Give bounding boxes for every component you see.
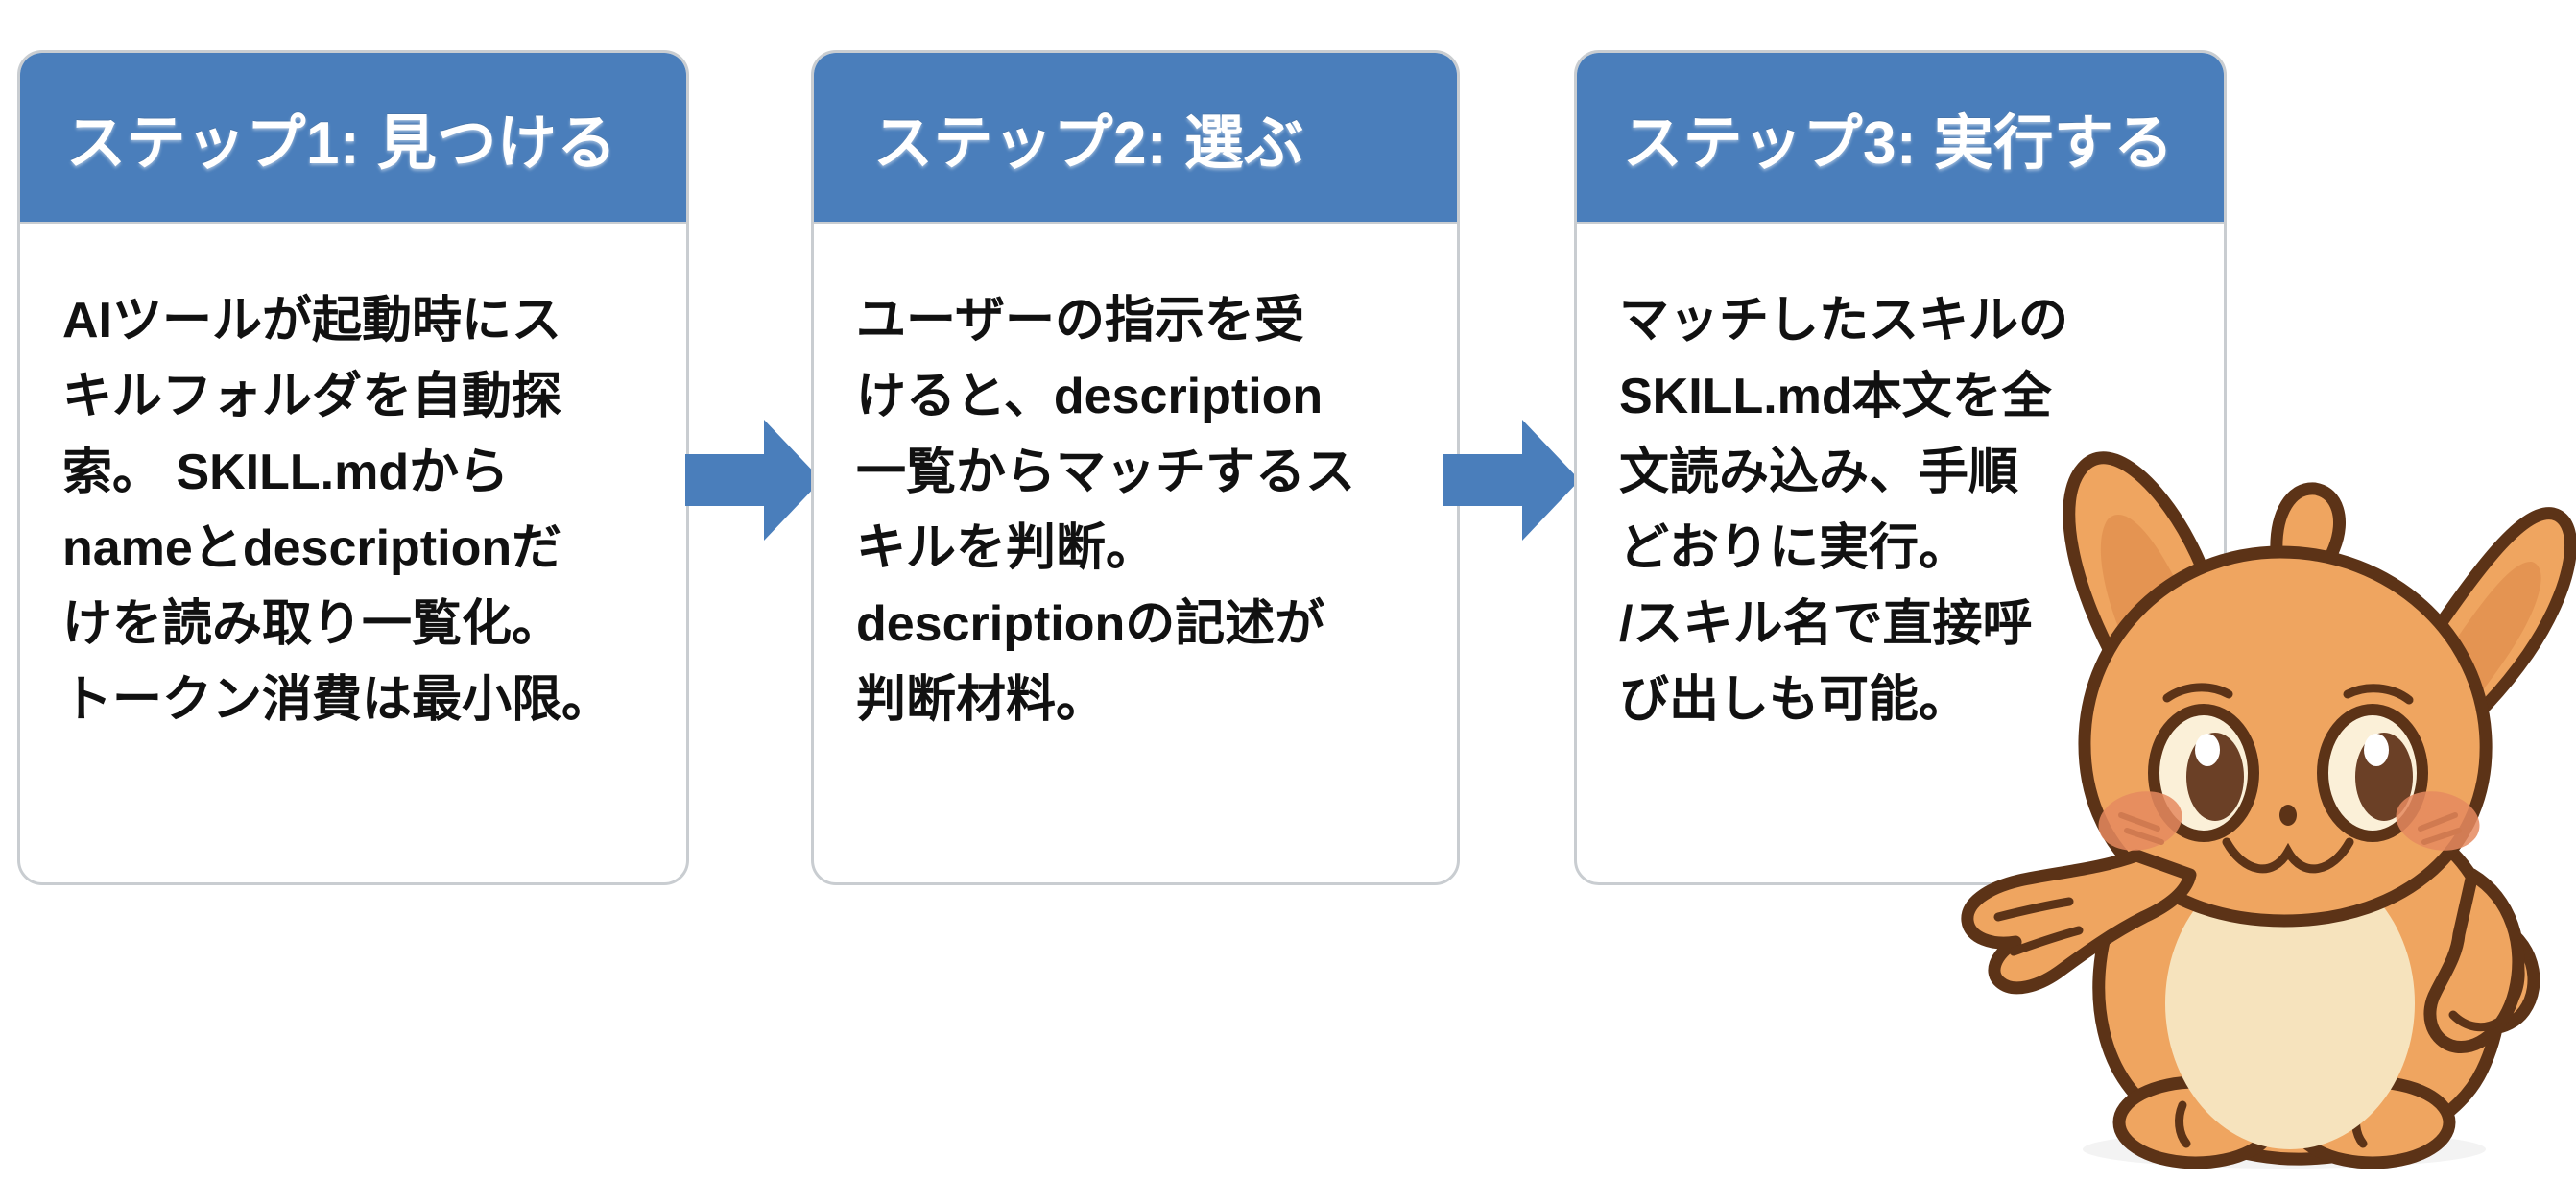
- step-card-2: ステップ2: 選ぶ ユーザーの指示を受 けると、description 一覧から…: [811, 50, 1460, 885]
- step-card-2-line-4: キルを判断。: [856, 520, 1157, 576]
- step-card-3-line-6: び出しも可能。: [1619, 672, 1969, 728]
- right-arrow-icon: [681, 408, 825, 552]
- step-card-3-line-1: マッチしたスキルの: [1619, 293, 2069, 349]
- step-card-3-body: マッチしたスキルの SKILL.md本文を全 文読み込み、手順 どおりに実行。 …: [1577, 224, 2224, 738]
- step-card-2-title: ステップ2: 選ぶ: [873, 110, 1304, 177]
- step-card-2-line-2: けると、description: [856, 369, 1324, 424]
- mascot-character-icon: .ol{stroke:#5c3317;stroke-width:13;strok…: [1939, 408, 2576, 1176]
- step-card-1-header: ステップ1: 見つける: [20, 53, 686, 224]
- step-card-1-line-3: 索。 SKILL.mdから: [62, 445, 510, 500]
- step-card-3-line-5: /スキル名で直接呼: [1619, 596, 2033, 652]
- step-card-2-line-6: 判断材料。: [856, 672, 1107, 728]
- step-card-3-title: ステップ3: 実行する: [1623, 110, 2174, 177]
- step-card-3-line-2: SKILL.md本文を全: [1619, 369, 2052, 424]
- step-card-3-header: ステップ3: 実行する: [1577, 53, 2224, 224]
- step-card-1-line-6: トークン消費は最小限。: [62, 672, 612, 728]
- step-card-1-line-1: AIツールが起動時にス: [62, 293, 562, 349]
- step-card-1-title: ステップ1: 見つける: [66, 110, 617, 177]
- step-card-2-line-1: ユーザーの指示を受: [856, 293, 1304, 349]
- right-arrow-icon: [1440, 408, 1584, 552]
- step-card-1-line-4: nameとdescriptionだ: [62, 520, 562, 576]
- step-card-2-header: ステップ2: 選ぶ: [814, 53, 1457, 224]
- step-card-1-line-5: けを読み取り一覧化。: [62, 596, 562, 652]
- step-card-1-line-2: キルフォルダを自動探: [62, 369, 562, 424]
- step-card-3-line-4: どおりに実行。: [1619, 520, 1969, 576]
- mascot-caption: オレンジ色のキャラクターが手を振っている: [0, 0, 1, 1]
- step-card-2-line-3: 一覧からマッチするス: [856, 445, 1356, 500]
- step-card-1: ステップ1: 見つける AIツールが起動時にス キルフォルダを自動探 索。 SK…: [17, 50, 689, 885]
- step-card-2-body: ユーザーの指示を受 けると、description 一覧からマッチするス キルを…: [814, 224, 1457, 738]
- step-card-1-body: AIツールが起動時にス キルフォルダを自動探 索。 SKILL.mdから nam…: [20, 224, 686, 738]
- step-card-3-line-3: 文読み込み、手順: [1619, 445, 2019, 500]
- step-card-2-line-5: descriptionの記述が: [856, 596, 1325, 652]
